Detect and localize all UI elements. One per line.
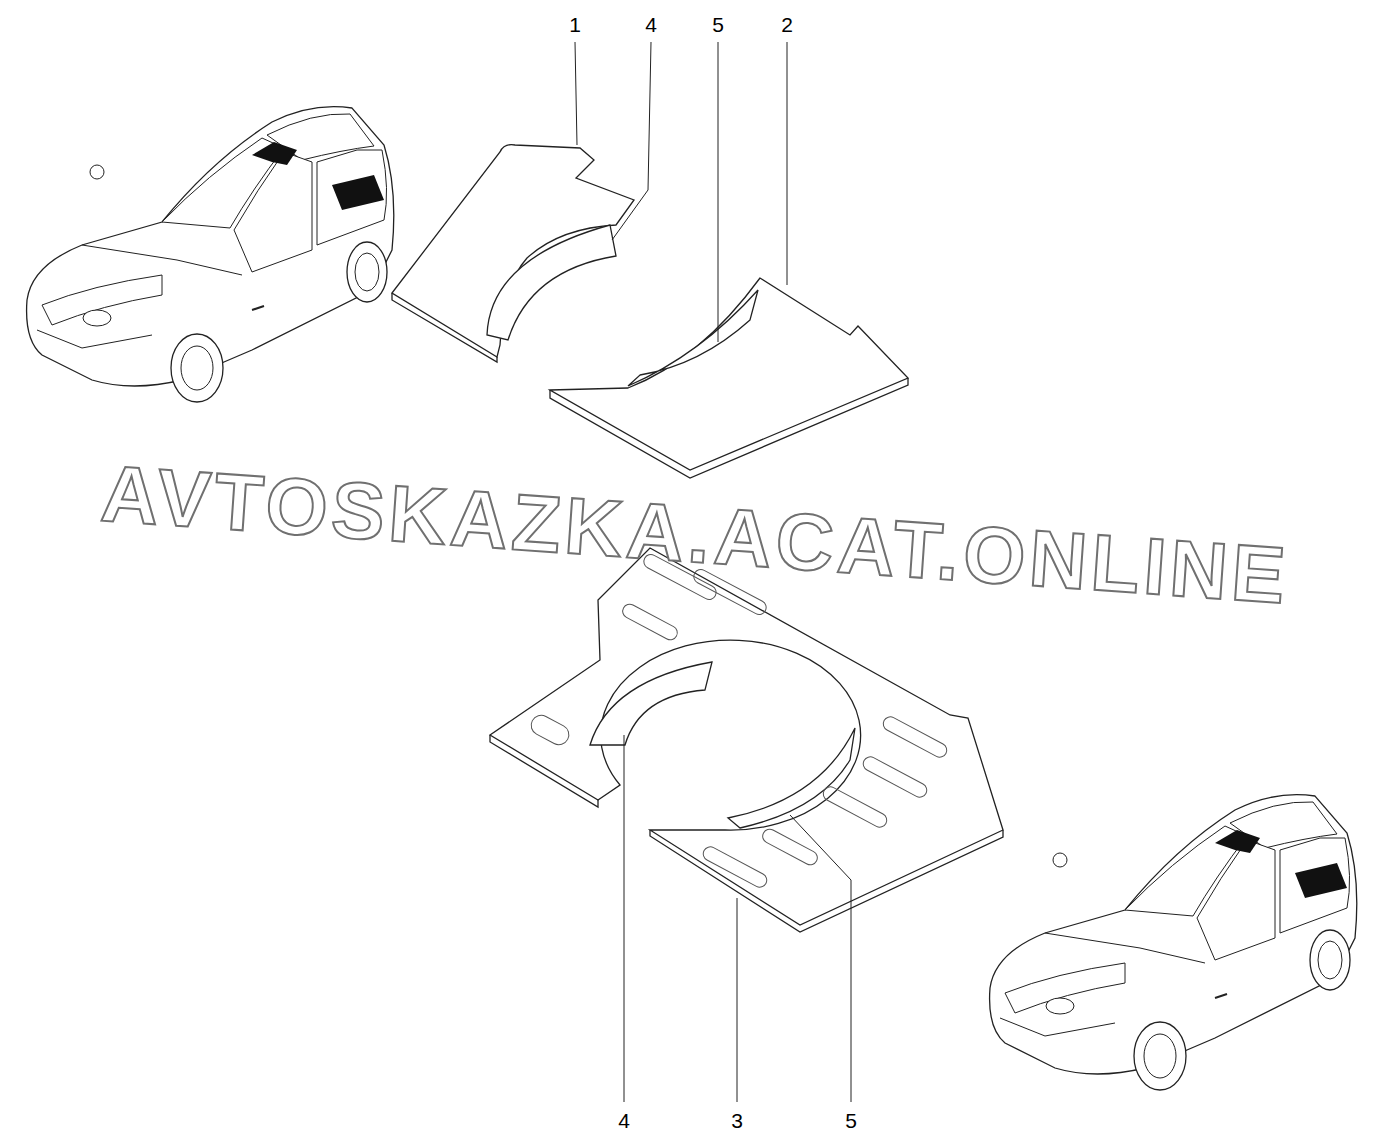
callout-number: 1 xyxy=(569,14,581,35)
callout-number: 2 xyxy=(781,14,793,35)
car-view xyxy=(27,107,394,402)
car-view xyxy=(990,795,1357,1090)
callout-number: 4 xyxy=(645,14,657,35)
insulation-part-2 xyxy=(550,278,908,478)
watermark: AVTOSKAZKA.ACAT.ONLINE xyxy=(99,454,1292,617)
callout-number: 3 xyxy=(731,1110,743,1131)
callout-number: 5 xyxy=(845,1110,857,1131)
callout-number: 5 xyxy=(712,14,724,35)
insulation-part-1 xyxy=(392,145,634,362)
insulation-part-3 xyxy=(490,548,1003,932)
callout-number: 4 xyxy=(618,1110,630,1131)
